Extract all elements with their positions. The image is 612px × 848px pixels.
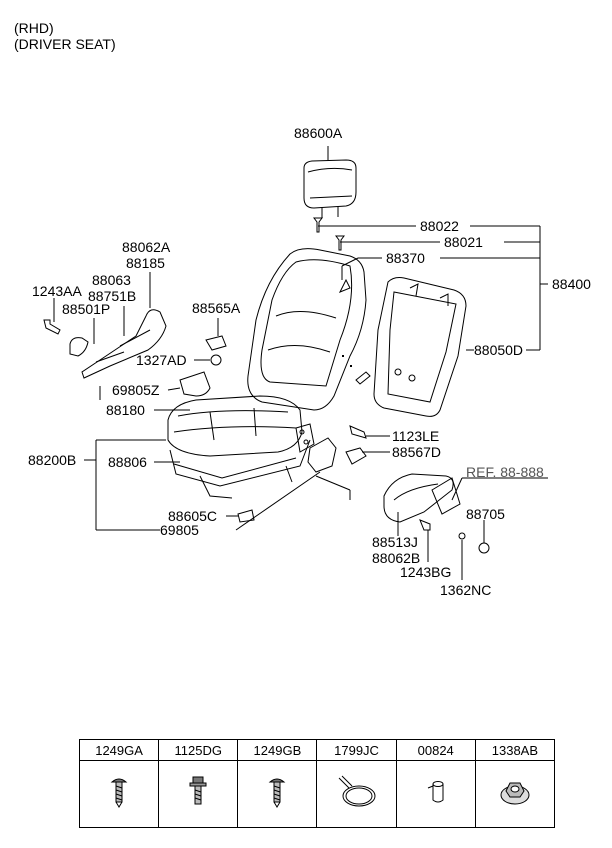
standard-parts-table: 1249GA 1125DG 1249GB 1799JC 00824 1338AB: [78, 739, 556, 828]
label-88370: 88370: [386, 250, 425, 266]
callout-labels: 88600A 88022 88021 88370 88400 88050D 88…: [28, 125, 591, 598]
seat-frame-drawing: [169, 423, 315, 499]
pin-icon: [427, 780, 444, 802]
label-88050d: 88050D: [474, 342, 523, 358]
label-1362nc: 1362NC: [440, 582, 491, 598]
label-69805z: 69805Z: [112, 382, 160, 398]
nut-88705: [478, 542, 490, 554]
clip-88605c: [237, 509, 255, 523]
label-88180: 88180: [106, 402, 145, 418]
label-1327ad: 1327AD: [136, 352, 187, 368]
label-88062b: 88062B: [372, 550, 420, 566]
seat-back-drawing: [247, 248, 367, 411]
label-88501p: 88501P: [62, 301, 110, 317]
label-88513j: 88513J: [372, 534, 418, 550]
leader-lines: [53, 146, 548, 580]
diagram-title-rhd: (RHD): [14, 20, 54, 36]
screw-icon: [110, 778, 128, 808]
screw-1243bg: [419, 519, 431, 531]
diagram-title-driver-seat: (DRIVER SEAT): [14, 36, 116, 52]
part-code-1799jc: 1799JC: [316, 739, 397, 761]
parts-table-icon-row: [78, 760, 556, 828]
flange-bolt-icon: [189, 776, 207, 804]
cover-88501p: [69, 337, 89, 357]
label-ref-88-888: REF. 88-888: [466, 464, 544, 480]
part-code-00824: 00824: [395, 739, 476, 761]
label-88567d: 88567D: [392, 444, 441, 460]
label-1123le: 1123LE: [392, 428, 439, 444]
label-88022: 88022: [420, 218, 459, 234]
label-88021: 88021: [444, 234, 483, 250]
part-code-1338ab: 1338AB: [474, 739, 556, 761]
cable-tie-icon: [338, 775, 376, 806]
parts-table-header-row: 1249GA 1125DG 1249GB 1799JC 00824 1338AB: [78, 739, 556, 761]
screw-88022: [313, 217, 323, 233]
nut-icon: [500, 782, 530, 804]
bracket-88370: [355, 371, 371, 385]
recliner-cover-drawing: [383, 473, 461, 523]
back-panel-drawing: [373, 277, 467, 417]
part-code-1249ga: 1249GA: [78, 739, 160, 761]
label-88806: 88806: [108, 454, 147, 470]
label-88400: 88400: [552, 276, 591, 292]
screw-88021: [335, 235, 345, 251]
label-88751b: 88751B: [88, 288, 136, 304]
screw-1243aa: [43, 319, 61, 335]
bolt-1123le: [349, 425, 367, 439]
cover-69805z: [179, 371, 211, 397]
label-88063: 88063: [92, 272, 131, 288]
label-1243bg: 1243BG: [400, 564, 451, 580]
washer-1362nc: [458, 532, 466, 540]
label-88185: 88185: [126, 255, 165, 271]
part-code-1249gb: 1249GB: [237, 739, 318, 761]
cover-69805: [307, 437, 337, 473]
label-88200b: 88200B: [28, 452, 76, 468]
label-88605c: 88605C: [168, 508, 217, 524]
label-1243aa: 1243AA: [32, 283, 82, 299]
clip-88567d: [345, 447, 367, 465]
label-88600a: 88600A: [294, 125, 343, 141]
seat-exploded-diagram: 88600A 88022 88021 88370 88400 88050D 88…: [28, 125, 591, 598]
clip-88565a: [205, 335, 227, 351]
label-88705: 88705: [466, 506, 505, 522]
label-88565a: 88565A: [192, 300, 241, 316]
nut-1327ad: [210, 354, 222, 366]
screw-icon: [269, 778, 286, 808]
headrest-drawing: [303, 159, 357, 218]
label-88062a: 88062A: [122, 239, 171, 255]
side-shield-drawing: [81, 309, 167, 379]
part-code-1125dg: 1125DG: [158, 739, 239, 761]
seat-cushion-drawing: [167, 395, 303, 457]
label-69805: 69805: [160, 522, 199, 538]
